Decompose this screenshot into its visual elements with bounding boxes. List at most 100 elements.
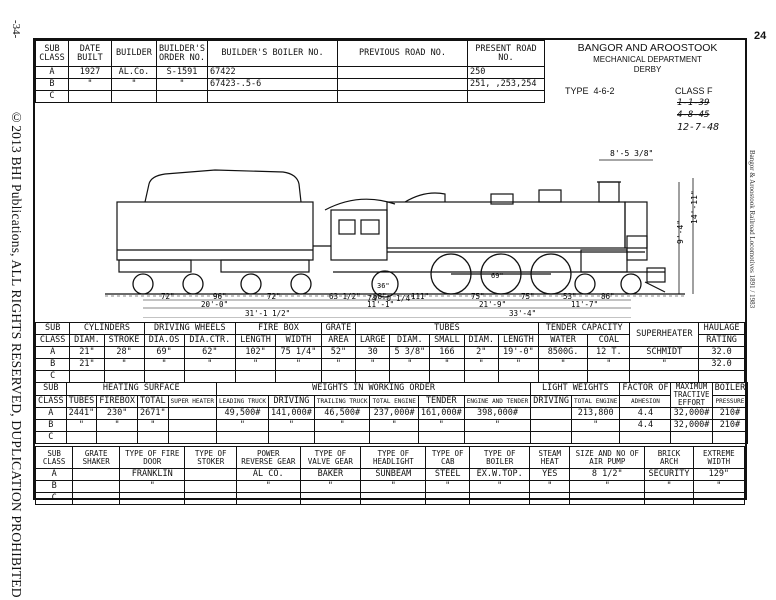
dim-3: 72" [267,292,281,301]
table-cell: 213,800 [571,407,621,420]
loco-type: TYPE 4-6-2 [565,86,615,96]
table-cell: " [537,358,589,371]
column-header: CLASS [35,394,67,408]
table-row: C [35,431,749,444]
table-cell: 49,500# [215,407,269,420]
column-header: PRESSURE [711,394,749,408]
column-header: DRIVING [530,394,573,408]
table-cell: SUNBEAM [360,468,427,481]
table-cell [619,431,672,444]
table-cell: " [355,358,391,371]
table-cell: " [644,480,694,493]
copyright-notice: ©2013 BHI Publications, ALL RIGHTS RESER… [9,110,24,598]
column-header: LARGE [355,334,391,347]
col-date: DATE BUILT [67,40,112,67]
left-margin: -34- ©2013 BHI Publications, ALL RIGHTS … [8,20,28,598]
table-cell: 4.4 [619,419,672,432]
table-cell: 8500G. [537,346,589,359]
table-cell: 62" [183,346,237,359]
table-cell: " [692,480,746,493]
table-cell [417,431,465,444]
page-number: -34- [10,20,22,39]
col-boiler: BUILDER'S BOILER NO. [207,40,338,67]
table-cell: " [96,419,139,432]
column-header: TYPE OF STOKER [184,446,238,469]
table-cell [629,370,700,383]
table-cell [530,419,573,432]
table-cell [497,370,539,383]
table-cell: B [34,480,74,493]
table-cell: 21" [69,346,105,359]
table-cell [537,370,589,383]
table-row: C [34,492,746,505]
table-cell [587,370,631,383]
table-cell [692,492,746,505]
col-order: BUILDER'S ORDER NO. [155,40,209,67]
dim-11-7: 11'-7" [571,300,598,309]
table-cell: YES [529,468,571,481]
table-cell: " [389,358,431,371]
dim-tender-total: 31'-1 1/2" [245,309,290,318]
locomotive-diagram-sheet: SUB CLASS DATE BUILT BUILDER BUILDER'S O… [33,38,749,505]
table-cell [72,480,121,493]
table-cell: 46,500# [313,407,371,420]
table-cell [463,431,532,444]
column-header: RATING [698,334,745,347]
column-header: COAL [587,334,631,347]
dim-11-1: 11'-1" [367,300,394,309]
table-cell: 32,000# [670,419,713,432]
table-cell: 2671" [137,407,169,420]
table-cell: " [469,480,531,493]
dim-8: 75" [521,292,535,301]
cylinders-table: SUB CYLINDERS DRIVING WHEELS FIRE BOX GR… [34,322,745,383]
table-cell: 5 3/8" [389,346,431,359]
department: MECHANICAL DEPARTMENT [593,55,702,64]
table-cell: 2441" [65,407,98,420]
table-cell: " [267,419,315,432]
column-header: SIZE AND NO OF AIR PUMP [569,446,646,469]
column-header: TRAILING TRUCK [313,394,371,408]
height-dim-1: 14'-11" [690,190,699,224]
column-header: TYPE OF BOILER [469,446,531,469]
table-cell: A [34,468,74,481]
table-cell: " [183,358,237,371]
column-header: SMALL [429,334,465,347]
table-cell [389,370,431,383]
column-header: AREA [320,334,357,347]
dim-7: 75" [471,292,485,301]
column-header: DIAM. [69,334,105,347]
table-cell: 398,000# [463,407,532,420]
table-cell: B [34,358,71,371]
column-header: TOTAL ENGINE [369,394,419,408]
table-cell [670,431,713,444]
right-caption: Bangor & Aroostook Railroad Locomotives … [748,150,756,309]
table-cell [711,431,749,444]
table-cell: " [497,358,539,371]
col-builder: BUILDER [110,40,157,67]
table-cell [360,492,427,505]
column-header: CLASS [34,334,71,347]
table-cell [275,370,322,383]
table-cell: 230" [96,407,139,420]
table-cell [698,370,745,383]
table-cell: " [137,419,169,432]
col-present: PRESENT ROAD NO. [466,40,546,67]
table-cell [69,370,105,383]
table-cell [429,370,465,383]
column-header: TYPE OF CAB [425,446,471,469]
table-cell [425,492,471,505]
table-cell: C [35,431,67,444]
table-cell: 210# [711,407,749,420]
table-cell: " [629,358,700,371]
table-cell [236,492,301,505]
dim-engine-wb: 21'-9" [479,300,506,309]
dim-6: 111" [411,292,429,301]
table-cell: " [143,358,185,371]
column-header: WIDTH [275,334,322,347]
table-cell: " [463,358,499,371]
revision-date-2: 4-8-45 [677,110,710,120]
dim-tender-wb: 20'-0" [201,300,228,309]
table-cell: " [320,358,357,371]
